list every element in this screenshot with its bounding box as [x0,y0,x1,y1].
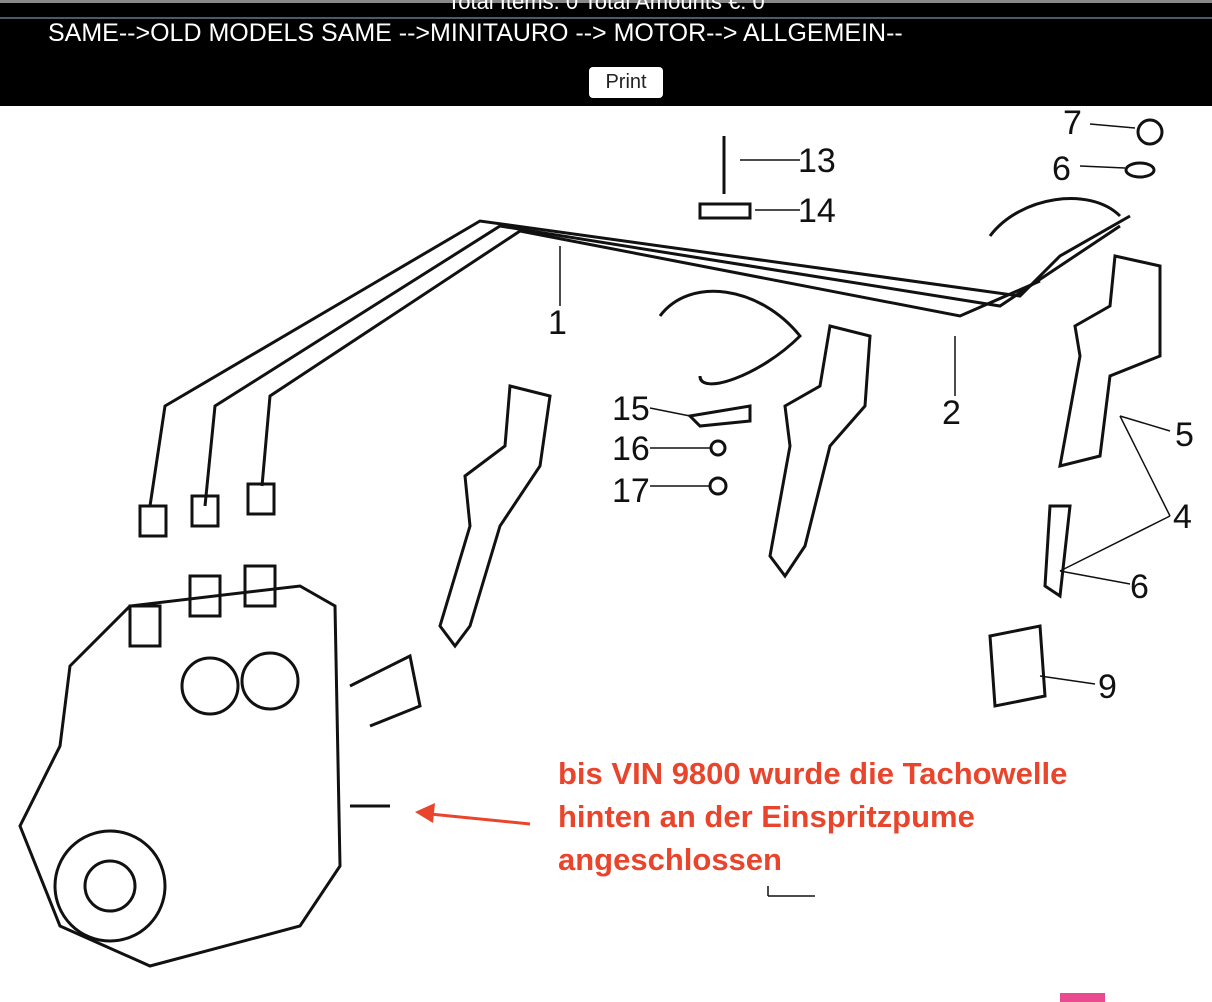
part-1: 1 [548,304,567,342]
pink-mark [1060,993,1105,1002]
annotation-note: bis VIN 9800 wurde die Tachowelle hinten… [558,752,1067,881]
part-7: 6 [1052,150,1071,188]
top-border [0,0,1212,3]
part-9: 9 [1098,668,1117,706]
part-4: 4 [1173,498,1192,536]
annotation-line-3: angeschlossen [558,842,782,877]
injector-1 [438,384,552,649]
injection-pump [18,482,422,968]
divider [0,17,1212,19]
part-17: 17 [612,472,650,510]
arrow [415,803,531,826]
annotation-line-1: bis VIN 9800 wurde die Tachowelle [558,756,1068,791]
part-2: 2 [942,394,961,432]
header-bar: Total Items: 0 Total Amounts €: 0 SAME--… [0,0,1212,106]
small-parts [686,118,1164,496]
part-13: 13 [798,142,836,180]
part-labels: 13 14 7 6 1 2 15 16 17 5 4 6 9 [548,106,1194,706]
fuel-lines [148,197,1131,507]
part-6: 6 [1130,568,1149,606]
part-15: 15 [612,390,650,428]
injector-2 [768,324,872,579]
leader-lines [559,123,1171,897]
injector-3 [988,254,1162,708]
breadcrumb: SAME-->OLD MODELS SAME -->MINITAURO --> … [48,19,903,47]
print-button[interactable]: Print [589,67,663,98]
annotation-line-2: hinten an der Einspritzpume [558,799,975,834]
part-8: 7 [1063,106,1082,142]
cart-totals: Total Items: 0 Total Amounts €: 0 [447,0,765,14]
part-14: 14 [798,192,836,230]
part-16: 16 [612,430,650,468]
parts-diagram: 13 14 7 6 1 2 15 16 17 5 4 6 9 [18,106,1194,968]
part-5: 5 [1175,416,1194,454]
